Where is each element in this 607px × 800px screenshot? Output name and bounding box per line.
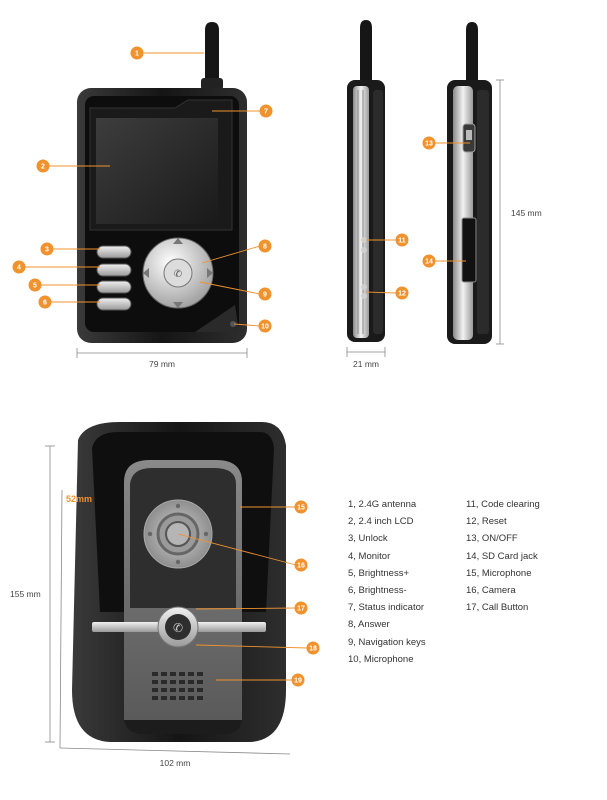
callout-19: 19 (291, 673, 305, 687)
callout-14: 14 (422, 254, 436, 268)
legend-item: 9, Navigation keys (348, 636, 426, 648)
svg-text:5: 5 (33, 283, 37, 290)
svg-text:16: 16 (297, 563, 305, 570)
dim-door-width: 102 mm (160, 758, 191, 768)
callout-12: 12 (395, 286, 409, 300)
handset-side-left (346, 20, 386, 357)
svg-text:1: 1 (135, 51, 139, 58)
legend-item: 6, Brightness- (348, 585, 407, 597)
callout-18: 18 (306, 641, 320, 655)
svg-text:19: 19 (294, 678, 302, 685)
dim-door-depth: 52mm (66, 494, 92, 504)
dim-door-height: 155 mm (10, 589, 41, 599)
svg-text:9: 9 (263, 292, 267, 299)
legend-item: 13, ON/OFF (466, 533, 518, 545)
svg-text:11: 11 (398, 238, 406, 245)
svg-text:✆: ✆ (174, 269, 182, 280)
callout-10: 10 (258, 319, 272, 333)
svg-text:10: 10 (261, 324, 269, 331)
legend-item: 7, Status indicator (348, 602, 425, 614)
legend-item: 1, 2.4G antenna (348, 499, 417, 510)
legend-item: 11, Code clearing (466, 499, 540, 510)
callout-markers: 1 2 3 4 5 6 7 8 9 10 11 12 13 14 15 16 1… (12, 46, 436, 687)
legend-item: 14, SD Card jack (466, 550, 538, 562)
handset-front: ✆ (76, 22, 248, 358)
callout-9: 9 (258, 287, 272, 301)
legend-item: 2, 2.4 inch LCD (348, 516, 414, 528)
legend-right: 11, Code clearing 12, Reset 13, ON/OFF 1… (466, 496, 540, 616)
callout-16: 16 (294, 558, 308, 572)
callout-7: 7 (259, 104, 273, 118)
speaker-grille (152, 672, 203, 700)
legend-item: 4, Monitor (348, 550, 391, 562)
callout-6: 6 (38, 295, 52, 309)
svg-text:6: 6 (43, 300, 47, 307)
callout-5: 5 (28, 278, 42, 292)
svg-text:14: 14 (425, 259, 433, 266)
legend-item: 5, Brightness+ (348, 567, 409, 579)
callout-3: 3 (40, 242, 54, 256)
svg-text:13: 13 (425, 141, 433, 148)
svg-text:✆: ✆ (173, 621, 183, 635)
handset-side-right (447, 22, 504, 345)
callout-2: 2 (36, 159, 50, 173)
callout-17: 17 (294, 601, 308, 615)
callout-15: 15 (294, 500, 308, 514)
svg-text:15: 15 (297, 505, 305, 512)
door-station: ✆ (45, 422, 291, 755)
svg-text:17: 17 (297, 606, 305, 613)
svg-text:18: 18 (309, 646, 317, 653)
legend-item: 10, Microphone (348, 653, 414, 665)
dim-handset-width: 79 mm (149, 359, 175, 369)
lcd-screen (96, 118, 218, 224)
svg-text:12: 12 (398, 291, 406, 298)
legend-item: 17, Call Button (466, 602, 529, 614)
callout-11: 11 (395, 233, 409, 247)
svg-text:8: 8 (263, 244, 267, 251)
legend-left: 1, 2.4G antenna 2, 2.4 inch LCD 3, Unloc… (348, 496, 426, 668)
legend-item: 3, Unlock (348, 533, 388, 545)
callout-8: 8 (258, 239, 272, 253)
svg-text:4: 4 (17, 265, 21, 272)
svg-text:2: 2 (41, 164, 45, 171)
dim-handset-depth: 21 mm (353, 359, 379, 369)
side-buttons (96, 245, 132, 311)
leader-lines (24, 52, 470, 681)
legend-item: 8, Answer (348, 619, 390, 631)
legend-item: 15, Microphone (466, 567, 532, 579)
legend-item: 16, Camera (466, 585, 516, 597)
dim-handset-height: 145 mm (511, 208, 542, 218)
callout-4: 4 (12, 260, 26, 274)
svg-text:3: 3 (45, 247, 49, 254)
callout-13: 13 (422, 136, 436, 150)
callout-1: 1 (130, 46, 144, 60)
svg-text:7: 7 (264, 109, 268, 116)
legend-item: 12, Reset (466, 516, 507, 528)
